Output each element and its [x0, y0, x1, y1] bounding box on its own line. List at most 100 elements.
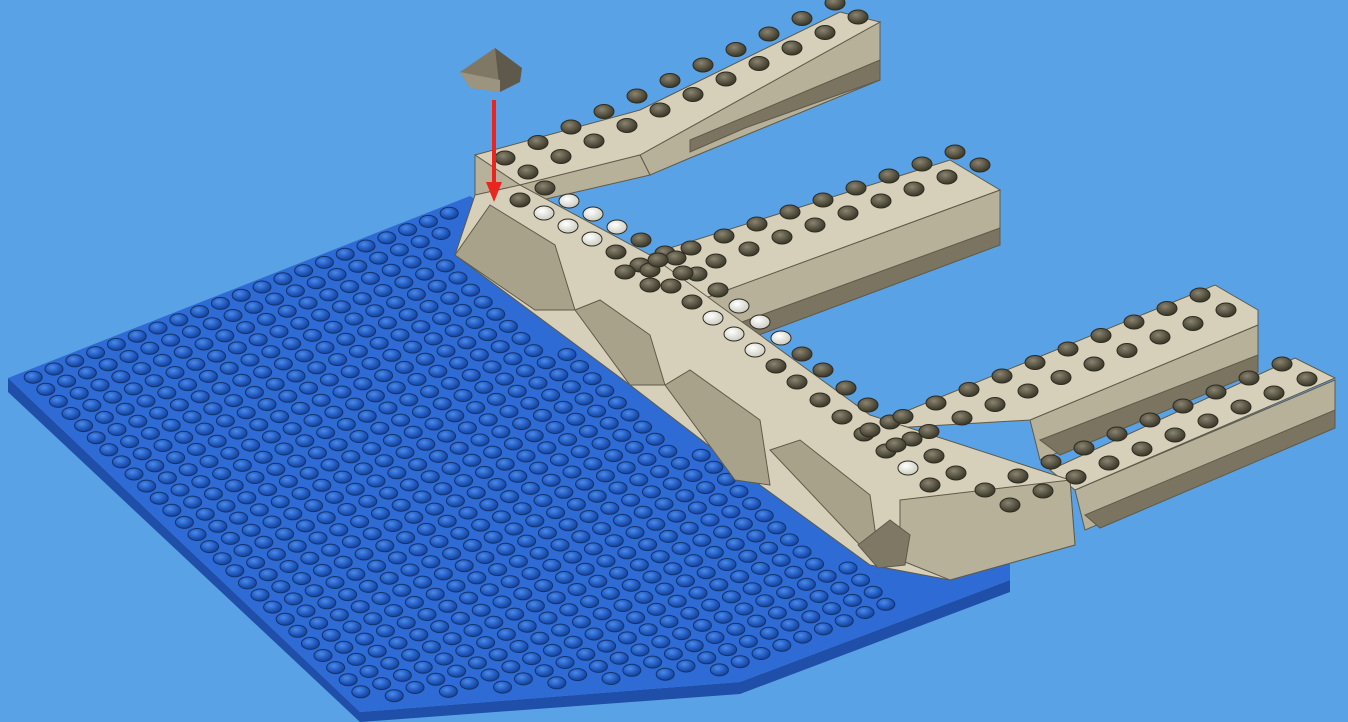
brick-stud	[650, 103, 670, 117]
baseplate-stud	[710, 664, 728, 676]
baseplate-stud	[480, 499, 498, 511]
baseplate-stud	[299, 297, 317, 309]
brick-stud	[1150, 330, 1170, 344]
baseplate-stud	[184, 496, 202, 508]
baseplate-stud	[526, 515, 544, 527]
baseplate-stud	[166, 367, 184, 379]
baseplate-stud	[755, 510, 773, 522]
baseplate-stud	[245, 386, 263, 398]
baseplate-stud	[843, 594, 861, 606]
baseplate-stud	[460, 677, 478, 689]
baseplate-stud	[308, 447, 326, 459]
baseplate-stud	[474, 296, 492, 308]
baseplate-stud	[504, 438, 522, 450]
baseplate-stud	[405, 511, 423, 523]
baseplate-stud	[217, 500, 235, 512]
baseplate-stud	[422, 641, 440, 653]
baseplate-stud	[618, 632, 636, 644]
baseplate-stud	[559, 434, 577, 446]
baseplate-stud	[735, 603, 753, 615]
brick-stud	[838, 206, 858, 220]
baseplate-stud	[372, 593, 390, 605]
baseplate-stud	[727, 623, 745, 635]
baseplate-stud	[630, 474, 648, 486]
baseplate-stud	[676, 575, 694, 587]
brick-stud	[1190, 288, 1210, 302]
baseplate-stud	[751, 562, 769, 574]
baseplate-stud	[852, 574, 870, 586]
baseplate-stud	[333, 386, 351, 398]
baseplate-stud	[664, 563, 682, 575]
baseplate-stud	[355, 548, 373, 560]
baseplate-stud	[513, 418, 531, 430]
baseplate-stud	[781, 619, 799, 631]
brick-stud	[810, 393, 830, 407]
baseplate-stud	[325, 406, 343, 418]
baseplate-stud	[350, 431, 368, 443]
baseplate-stud	[487, 393, 505, 405]
brick-stud	[1117, 344, 1137, 358]
brick-stud	[1297, 372, 1317, 386]
brick-stud	[724, 327, 744, 341]
baseplate-stud	[24, 371, 42, 383]
baseplate-stud	[487, 308, 505, 320]
baseplate-stud	[656, 583, 674, 595]
brick-stud	[666, 251, 686, 265]
baseplate-stud	[606, 620, 624, 632]
baseplate-stud	[610, 567, 628, 579]
baseplate-stud	[380, 487, 398, 499]
baseplate-stud	[354, 463, 372, 475]
brick-stud	[648, 253, 668, 267]
baseplate-stud	[655, 498, 673, 510]
baseplate-stud	[399, 309, 417, 321]
baseplate-stud	[267, 548, 285, 560]
baseplate-stud	[397, 617, 415, 629]
baseplate-stud	[242, 524, 260, 536]
baseplate-stud	[387, 382, 405, 394]
baseplate-stud	[187, 358, 205, 370]
baseplate-stud	[301, 552, 319, 564]
baseplate-stud	[538, 527, 556, 539]
baseplate-stud	[371, 422, 389, 434]
brick-stud	[1000, 498, 1020, 512]
brick-stud	[879, 169, 899, 183]
baseplate-stud	[488, 479, 506, 491]
brick-stud	[627, 89, 647, 103]
brick-stud	[904, 182, 924, 196]
baseplate-stud	[233, 459, 251, 471]
baseplate-stud	[660, 616, 678, 628]
baseplate-stud	[191, 306, 209, 318]
baseplate-stud	[634, 506, 652, 518]
baseplate-stud	[450, 442, 468, 454]
baseplate-stud	[358, 325, 376, 337]
baseplate-stud	[508, 385, 526, 397]
baseplate-stud	[271, 496, 289, 508]
baseplate-stud	[722, 591, 740, 603]
brick-stud	[1165, 428, 1185, 442]
baseplate-stud	[400, 479, 418, 491]
baseplate-stud	[509, 470, 527, 482]
baseplate-stud	[216, 415, 234, 427]
baseplate-stud	[343, 621, 361, 633]
baseplate-stud	[593, 523, 611, 535]
baseplate-stud	[316, 342, 334, 354]
baseplate-stud	[576, 563, 594, 575]
baseplate-stud	[481, 669, 499, 681]
baseplate-stud	[405, 596, 423, 608]
baseplate-stud	[208, 350, 226, 362]
baseplate-stud	[396, 447, 414, 459]
brick-stud	[750, 315, 770, 329]
baseplate-stud	[414, 576, 432, 588]
baseplate-stud	[462, 369, 480, 381]
brick-stud	[886, 438, 906, 452]
baseplate-stud	[432, 228, 450, 240]
baseplate-stud	[518, 620, 536, 632]
baseplate-stud	[179, 379, 197, 391]
baseplate-stud	[229, 427, 247, 439]
brick-stud	[1124, 315, 1144, 329]
baseplate-stud	[706, 632, 724, 644]
baseplate-stud	[618, 547, 636, 559]
baseplate-stud	[579, 425, 597, 437]
brick-stud	[959, 383, 979, 397]
brick-stud	[759, 27, 779, 41]
